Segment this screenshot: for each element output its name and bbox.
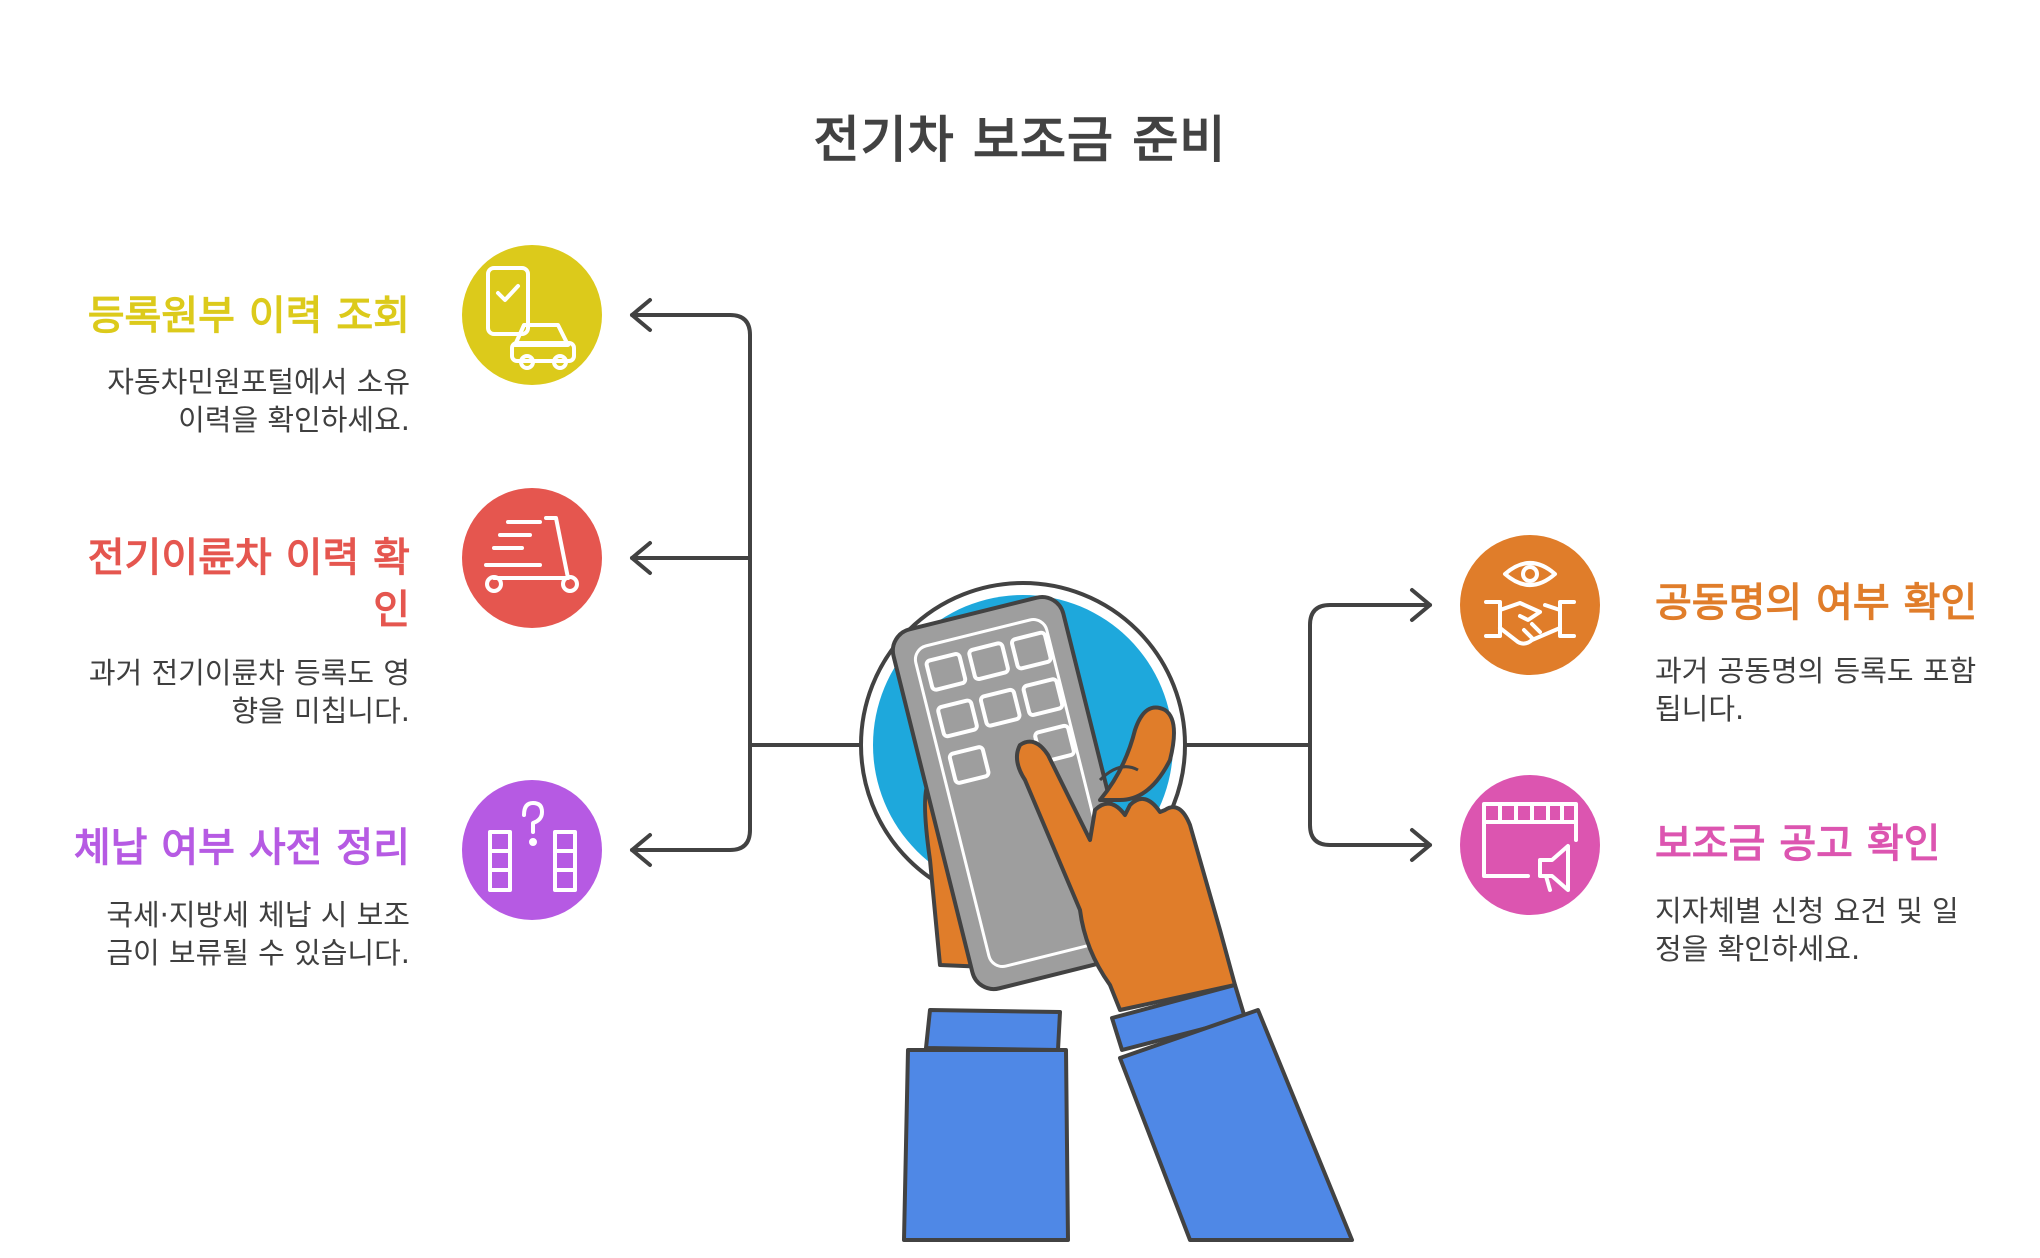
scooter-title-line2: 인 [373,587,410,633]
arrowhead-joint [1410,588,1432,622]
registration-title: 등록원부 이력 조회 [87,293,410,339]
circle-notice [1460,775,1600,915]
circle-registration [462,245,602,385]
joint-title: 공동명의 여부 확인 [1655,580,1978,626]
hands-calculator-icon [859,581,1354,1242]
circle-tax [462,780,602,920]
circle-scooter [462,488,602,628]
arrowhead-registration [630,298,652,332]
arrowhead-tax [630,833,652,867]
scooter-desc-line2: 향을 미칩니다. [231,694,410,728]
page-title: 전기차 보조금 준비 [813,111,1227,169]
right-sleeve [1118,1008,1354,1242]
joint-desc-line2: 됩니다. [1655,692,1745,726]
arrowhead-notice [1410,828,1432,862]
connectors [630,298,1432,867]
notice-desc-line1: 지자체별 신청 요건 및 일 [1655,894,1959,928]
tax-title: 체납 여부 사전 정리 [73,825,410,871]
tax-desc-line1: 국세·지방세 체납 시 보조 [106,898,410,932]
registration-desc-line2: 이력을 확인하세요. [178,403,410,437]
arrowhead-scooter [630,541,652,575]
calendar-megaphone-icon [1482,802,1578,892]
notice-title: 보조금 공고 확인 [1655,821,1941,867]
notice-desc-line2: 정을 확인하세요. [1655,932,1861,966]
scooter-desc: 과거 전기이륜차 등록도 영 향을 미칩니다. [40,654,410,730]
question-blocks-icon [488,801,577,892]
connector-right-vertical [1308,603,1432,847]
right-hand [1014,739,1237,1012]
thumb [1098,705,1176,802]
scooter-desc-line1: 과거 전기이륜차 등록도 영 [88,656,410,690]
joint-desc: 과거 공동명의 등록도 포함 됩니다. [1655,652,2025,728]
joint-desc-line1: 과거 공동명의 등록도 포함 [1655,654,1977,688]
circle-joint [1460,535,1600,675]
registration-desc: 자동차민원포털에서 소유 이력을 확인하세요. [40,363,410,439]
tax-desc-line2: 금이 보류될 수 있습니다. [106,936,410,970]
notice-desc: 지자체별 신청 요건 및 일 정을 확인하세요. [1655,892,2025,968]
finger-ring [1098,765,1139,782]
left-sleeve [902,1048,1070,1242]
scooter-icon [484,516,579,593]
scooter-title: 전기이륜차 이력 확 인 [40,532,410,636]
tax-desc: 국세·지방세 체납 시 보조 금이 보류될 수 있습니다. [40,896,410,972]
connector-left-vertical [630,313,752,852]
left-cuff [924,1008,1062,1052]
registration-desc-line1: 자동차민원포털에서 소유 [107,365,410,399]
phone-car-icon [486,266,576,370]
scooter-title-line1: 전기이륜차 이력 확 [87,535,410,581]
eye-handshake-icon [1484,561,1576,646]
